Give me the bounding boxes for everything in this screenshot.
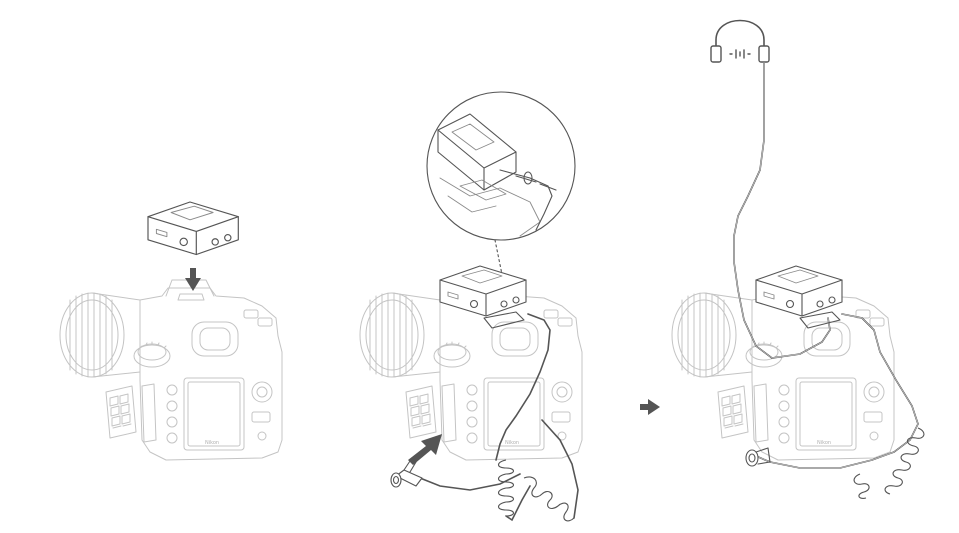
coiled-cable-icon bbox=[497, 419, 579, 522]
step-1-panel: Nikon bbox=[59, 201, 283, 461]
coiled-cable-icon bbox=[853, 427, 925, 499]
audio-plug-icon bbox=[390, 457, 521, 491]
camera-brand-label: Nikon bbox=[205, 440, 219, 446]
camera-icon bbox=[59, 279, 283, 461]
receiver-device-icon bbox=[147, 201, 239, 256]
audio-plug-icon bbox=[745, 447, 771, 467]
camera-brand-label: Nikon bbox=[817, 440, 831, 446]
step-3-panel: Nikon bbox=[671, 19, 925, 499]
camera-brand-label: Nikon bbox=[505, 440, 519, 446]
right-arrow-icon bbox=[640, 399, 660, 415]
receiver-device-icon bbox=[439, 265, 527, 317]
insert-arrow-icon bbox=[408, 434, 442, 465]
magnifier-inset-icon bbox=[426, 91, 576, 295]
down-arrow-icon bbox=[185, 268, 201, 291]
step-2-panel: Nikon bbox=[359, 91, 583, 522]
headphones-icon bbox=[710, 19, 770, 63]
receiver-device-icon bbox=[755, 265, 843, 317]
